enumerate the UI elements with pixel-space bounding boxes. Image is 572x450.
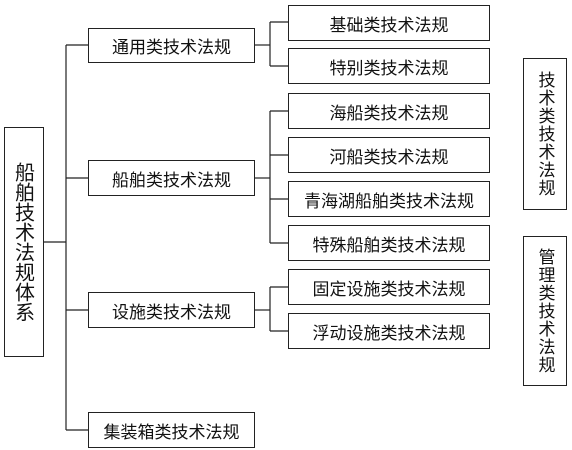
branch-ship: 船舶类技术法规 — [88, 160, 255, 196]
leaf-river-ship: 河船类技术法规 — [288, 137, 490, 173]
leaf-floating-facility: 浮动设施类技术法规 — [288, 313, 490, 349]
category-technical: 技术类技术法规 — [523, 58, 567, 210]
leaf-special-ship: 特殊船舶类技术法规 — [288, 225, 490, 261]
branch-facility: 设施类技术法规 — [88, 292, 255, 328]
branch-container: 集装箱类技术法规 — [88, 412, 255, 448]
branch-general: 通用类技术法规 — [88, 28, 255, 63]
leaf-sea-ship: 海船类技术法规 — [288, 93, 490, 129]
leaf-special: 特别类技术法规 — [288, 48, 490, 84]
category-management: 管理类技术法规 — [523, 236, 567, 386]
leaf-qinghai-lake-ship: 青海湖船舶类技术法规 — [288, 181, 490, 217]
leaf-fixed-facility: 固定设施类技术法规 — [288, 269, 490, 305]
leaf-basic: 基础类技术法规 — [288, 5, 490, 41]
root-node: 船舶技术法规体系 — [4, 127, 44, 357]
